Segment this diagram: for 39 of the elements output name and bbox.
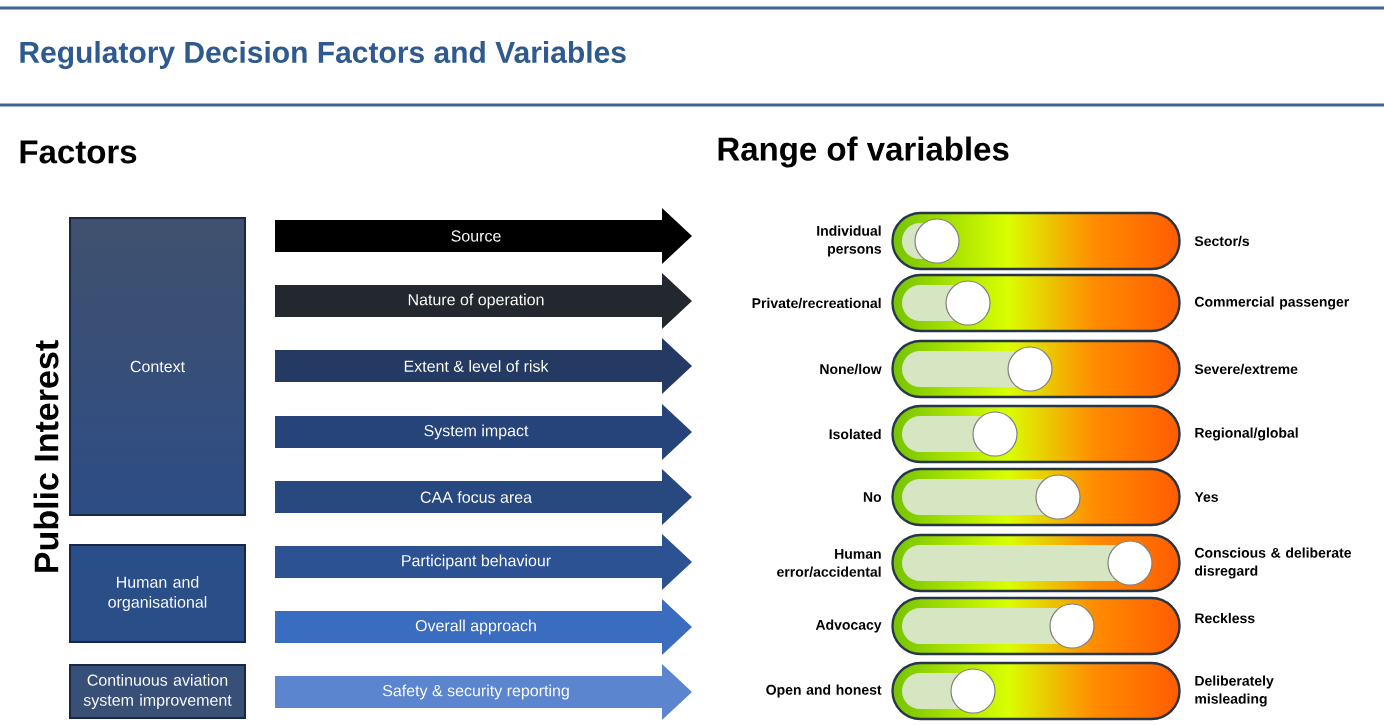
slider-end-label: Deliberately misleading [1195, 675, 1274, 707]
slider-end-label: Reckless [1195, 612, 1255, 624]
slider [891, 404, 1181, 464]
factor-banner: System impact [275, 404, 692, 460]
slider-end-label: Isolated [829, 428, 881, 440]
slider [891, 596, 1181, 656]
slider [891, 339, 1181, 399]
slider [891, 533, 1181, 593]
title: Regulatory Decision Factors and Variables [20, 40, 626, 70]
vertical-label: Public Interest [33, 340, 59, 572]
section-heading: Factors [20, 140, 137, 164]
category-box: Context [69, 217, 246, 516]
factor-banner: CAA focus area [275, 469, 692, 525]
category-box: Continuous aviation system improvement [69, 664, 246, 719]
slider-end-label: Individual persons [817, 225, 882, 257]
slider [891, 211, 1181, 271]
factor-banner: Safety & security reporting [275, 664, 692, 720]
slider [891, 661, 1181, 721]
section-heading: Range of variables [718, 136, 1009, 168]
factor-banner: Source [275, 208, 692, 264]
slider-end-label: Human error/accidental [777, 549, 881, 577]
factor-banner: Participant behaviour [275, 534, 692, 590]
slider [891, 273, 1181, 333]
slider-end-label: Yes [1194, 492, 1218, 502]
slider-end-label: Severe/extreme [1194, 363, 1298, 375]
factor-banner: Overall approach [275, 599, 692, 655]
slider-end-label: Open and honest [766, 684, 882, 698]
category-box: Human and organisational [69, 544, 246, 643]
slider-end-label: Commercial passenger [1195, 296, 1350, 310]
slider-end-label: Conscious & deliberate disregard [1195, 547, 1352, 579]
slider-end-label: Regional/global [1195, 427, 1298, 441]
slider-end-label: No [863, 492, 882, 502]
slider-end-label: Private/recreational [752, 297, 881, 309]
factor-banner: Nature of operation [275, 273, 692, 329]
slider [891, 467, 1181, 527]
slider-end-label: Sector/s [1194, 235, 1250, 247]
slider-end-label: None/low [820, 363, 882, 375]
factor-banner: Extent & level of risk [275, 338, 692, 394]
slider-end-label: Advocacy [815, 619, 882, 633]
